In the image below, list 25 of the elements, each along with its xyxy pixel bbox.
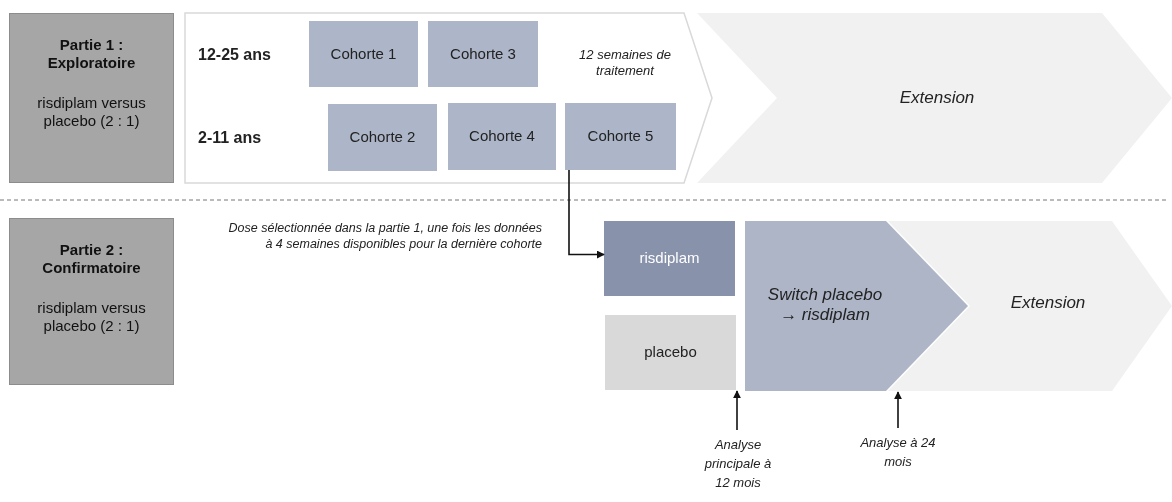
part-box bbox=[9, 13, 174, 183]
treatment-box: risdiplam bbox=[604, 221, 735, 296]
selection-note: Dose sélectionnée dans la partie 1, une fois les données à 4 semaines disponibles pour la dernière cohorte bbox=[227, 220, 542, 253]
cohort-box: Cohorte 5 bbox=[565, 103, 676, 170]
age-group-label: 12-25 ans bbox=[198, 45, 272, 65]
cohort-box: Cohorte 4 bbox=[448, 103, 556, 170]
analysis-note: Analyse à 24 mois bbox=[859, 434, 937, 471]
part-box bbox=[9, 218, 174, 385]
phase-label: Extension bbox=[898, 88, 976, 109]
cohort-box: Cohorte 2 bbox=[328, 104, 437, 171]
arrow bbox=[568, 169, 605, 259]
part-description: risdiplam versus placebo (2 : 1) bbox=[36, 299, 147, 335]
age-group-label: 2-11 ans bbox=[198, 128, 263, 148]
arrow bbox=[894, 391, 902, 429]
cohort-box: Cohorte 3 bbox=[428, 21, 538, 87]
analysis-note: Analyse principale à 12 mois bbox=[703, 436, 773, 492]
part-title: Partie 1 : Exploratoire bbox=[46, 36, 137, 72]
duration-note: 12 semaines de traitement bbox=[578, 47, 672, 79]
placebo-box: placebo bbox=[605, 315, 736, 390]
phase-label: Extension bbox=[1009, 293, 1087, 314]
part-title: Partie 2 : Confirmatoire bbox=[41, 241, 142, 277]
phase-label: Switch placebo → risdiplam bbox=[766, 285, 884, 326]
cohort-box: Cohorte 1 bbox=[309, 21, 418, 87]
arrow bbox=[733, 390, 741, 431]
part-description: risdiplam versus placebo (2 : 1) bbox=[36, 94, 147, 130]
